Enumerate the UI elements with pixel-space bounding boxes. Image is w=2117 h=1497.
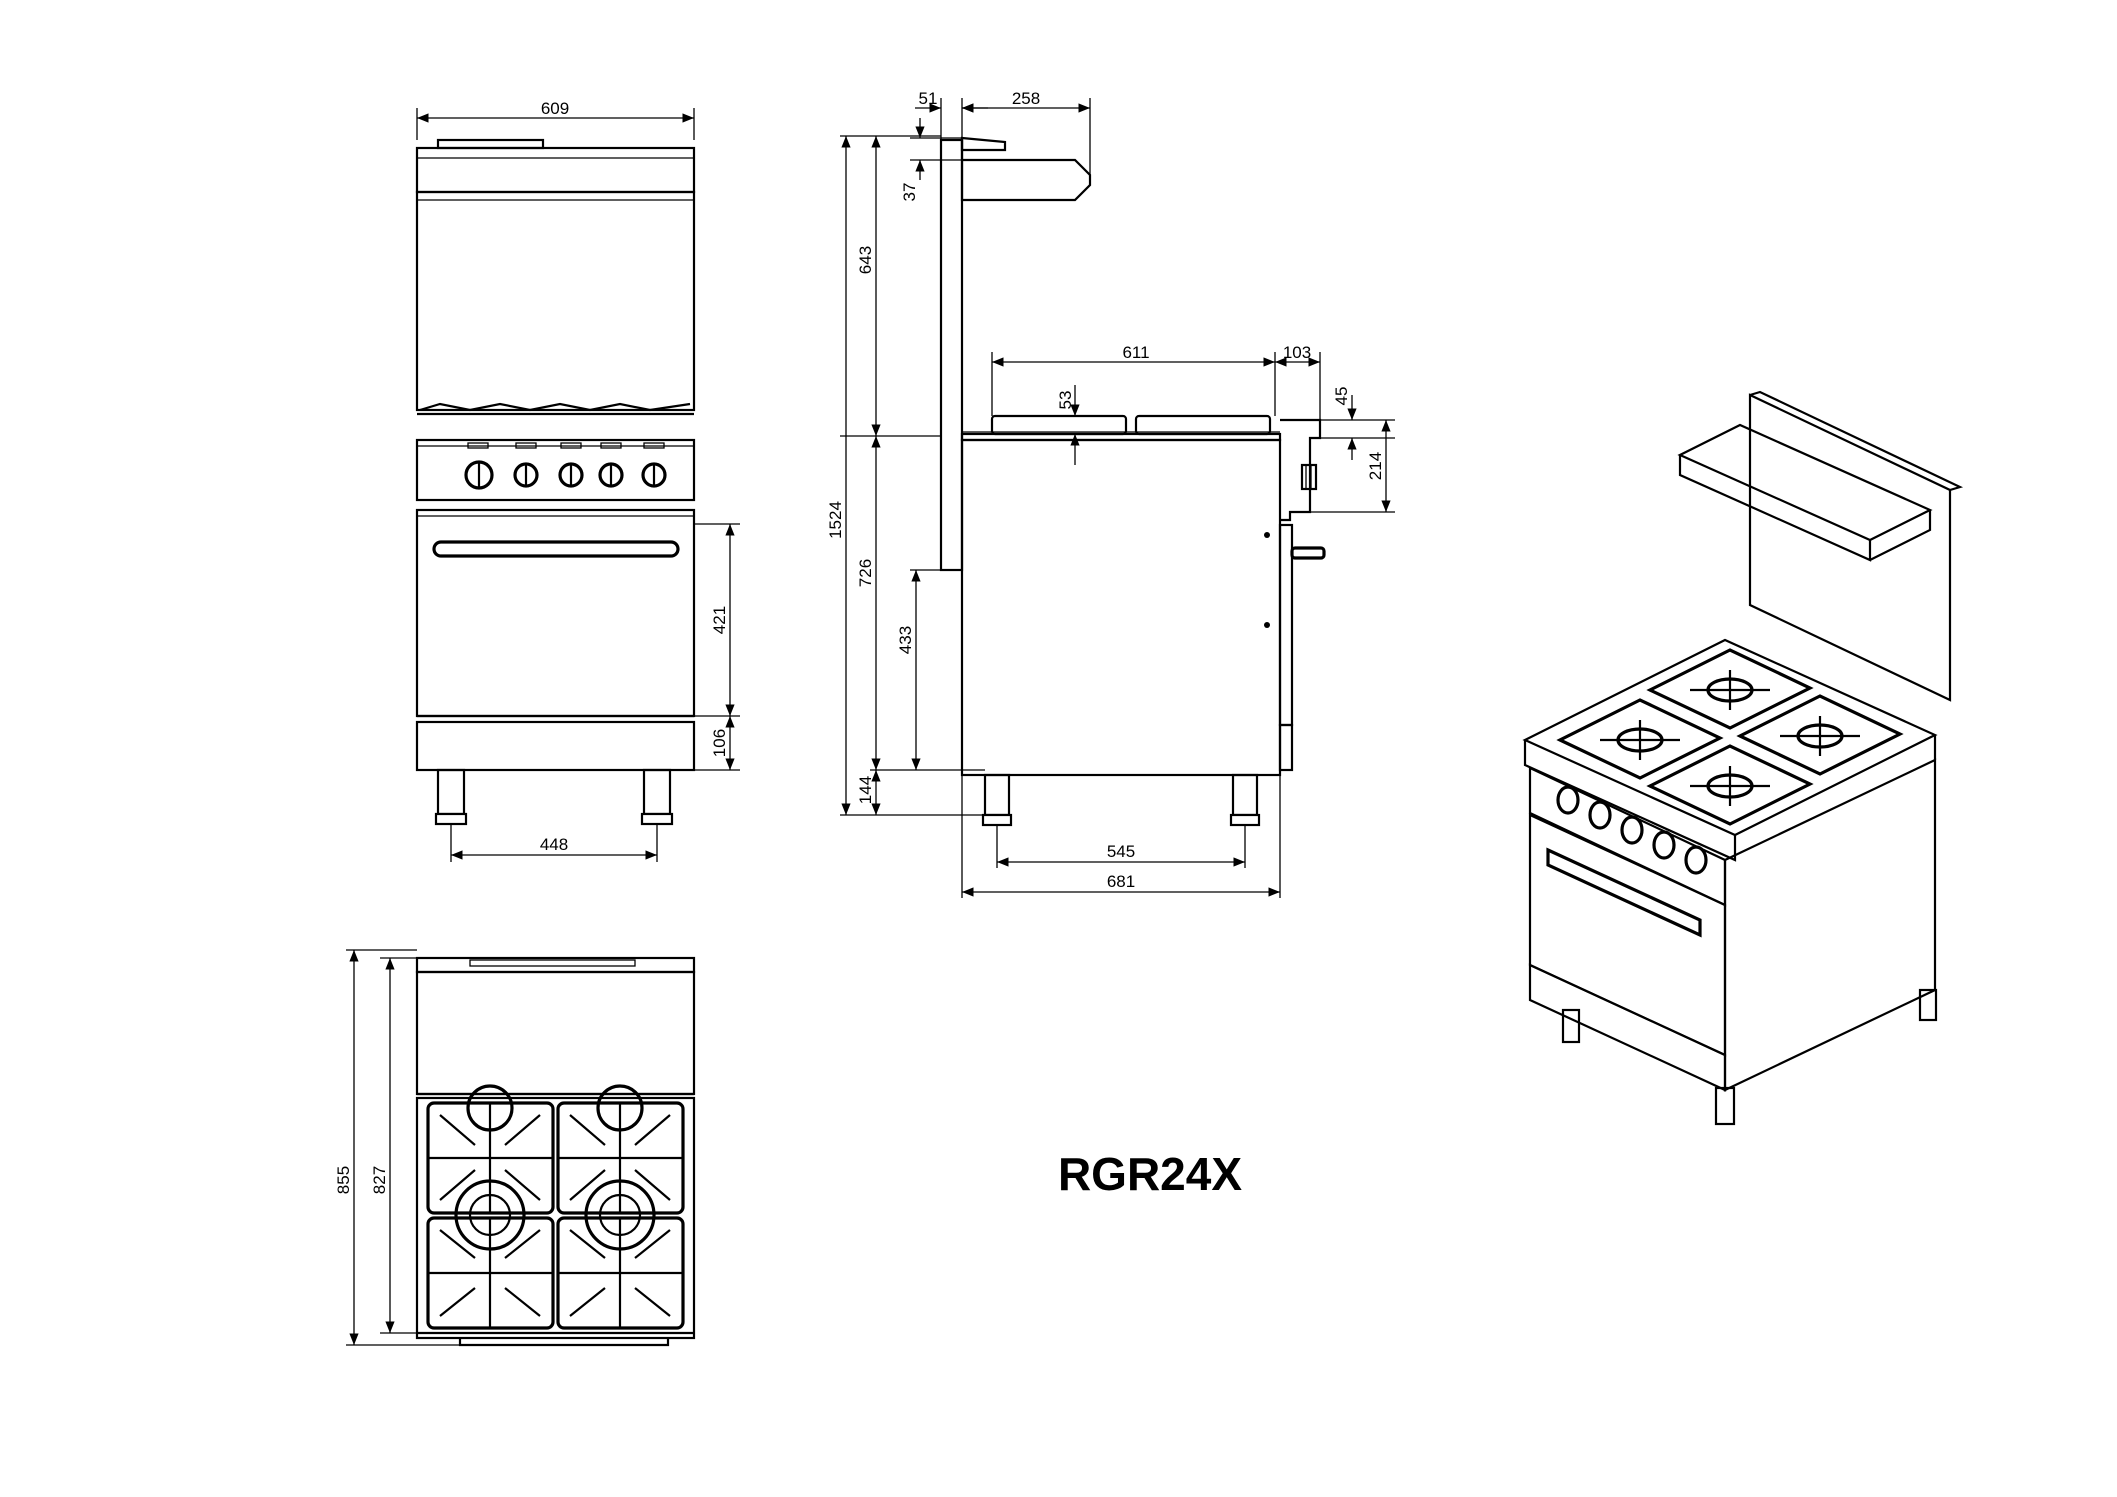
control-panel-top bbox=[458, 1338, 670, 1347]
dim-panel-height: 214 bbox=[1366, 452, 1385, 480]
dim-grate-height: 53 bbox=[1056, 391, 1075, 410]
front-view: 609 421 106 448 bbox=[415, 99, 740, 862]
leg bbox=[642, 768, 672, 816]
leg bbox=[1918, 988, 1938, 1022]
burner-icons bbox=[454, 1084, 656, 1251]
cooktop bbox=[415, 1096, 696, 1340]
oven-door-iso bbox=[1528, 813, 1727, 1057]
model-label: RGR24X bbox=[1058, 1148, 1242, 1200]
dim-body-height: 726 bbox=[856, 559, 875, 587]
dim-rail-depth: 103 bbox=[1283, 343, 1311, 362]
top-view: 855 827 bbox=[334, 949, 696, 1347]
dim-overall-depth: 681 bbox=[1107, 872, 1135, 891]
knob-icon bbox=[1556, 785, 1580, 815]
leg-foot bbox=[1229, 813, 1261, 827]
dim-leg-depth: 545 bbox=[1107, 842, 1135, 861]
leg-foot bbox=[981, 813, 1013, 827]
grate-side bbox=[1134, 414, 1272, 436]
dim-leg-spacing: 448 bbox=[540, 835, 568, 854]
dim-kick-height: 106 bbox=[710, 729, 729, 757]
grate-grid bbox=[426, 1101, 685, 1330]
shelf-lip bbox=[436, 138, 545, 150]
oven-door-side bbox=[1278, 523, 1294, 727]
burner-icon bbox=[584, 1179, 656, 1251]
shelf-iso bbox=[1677, 423, 1933, 542]
knob-row bbox=[464, 442, 667, 490]
backguard-iso bbox=[1748, 393, 1952, 702]
knob-icon bbox=[1684, 845, 1708, 875]
dim-rail-height: 45 bbox=[1332, 387, 1351, 406]
dim-top-overall-depth: 855 bbox=[334, 1166, 353, 1194]
dim-top-depth: 611 bbox=[1122, 343, 1149, 362]
backguard-side bbox=[939, 138, 964, 572]
leg-foot bbox=[434, 812, 468, 826]
leg bbox=[983, 773, 1011, 817]
oven-handle bbox=[432, 540, 680, 558]
burner-icon bbox=[466, 1084, 514, 1132]
dim-total-height: 1524 bbox=[826, 501, 845, 539]
knobs-iso bbox=[1556, 785, 1708, 875]
knob-icon bbox=[1652, 830, 1676, 860]
knob-icon bbox=[1620, 815, 1644, 845]
dim-door-height: 421 bbox=[710, 606, 729, 634]
isometric-view bbox=[1522, 390, 1964, 1126]
dim-front-width: 609 bbox=[541, 99, 569, 118]
legs-iso bbox=[1561, 988, 1938, 1126]
oven-handle-side bbox=[1290, 546, 1326, 560]
knob-icon bbox=[1588, 800, 1612, 830]
backguard bbox=[415, 190, 696, 412]
burner-icon bbox=[454, 1179, 526, 1251]
grate-side bbox=[990, 414, 1128, 436]
backguard-top bbox=[415, 970, 696, 1096]
dim-shelf-offset: 51 bbox=[919, 89, 938, 108]
dim-oven-height: 433 bbox=[896, 626, 915, 654]
grates-iso bbox=[1556, 648, 1904, 826]
kick-panel bbox=[415, 720, 696, 772]
leg bbox=[436, 768, 466, 816]
leg bbox=[1231, 773, 1259, 817]
leg bbox=[1561, 1008, 1581, 1044]
dim-backguard-height: 643 bbox=[856, 246, 875, 274]
control-panel-iso bbox=[1528, 766, 1727, 907]
knob-side bbox=[1300, 463, 1318, 491]
control-panel-side bbox=[1280, 418, 1322, 522]
dim-shelf-thickness: 37 bbox=[900, 183, 919, 202]
oven-handle-iso bbox=[1546, 847, 1702, 938]
control-panel bbox=[415, 438, 696, 502]
leg-foot bbox=[640, 812, 674, 826]
burner-icon bbox=[596, 1084, 644, 1132]
dim-top-body-depth: 827 bbox=[370, 1166, 389, 1194]
range-body-side bbox=[960, 438, 1282, 777]
dim-shelf-depth: 258 bbox=[1012, 89, 1040, 108]
side-view: 51 258 37 1524 643 726 144 433 bbox=[826, 89, 1395, 898]
shelf-front bbox=[415, 146, 696, 194]
leg bbox=[1714, 1086, 1736, 1126]
dim-leg-height: 144 bbox=[856, 776, 875, 804]
